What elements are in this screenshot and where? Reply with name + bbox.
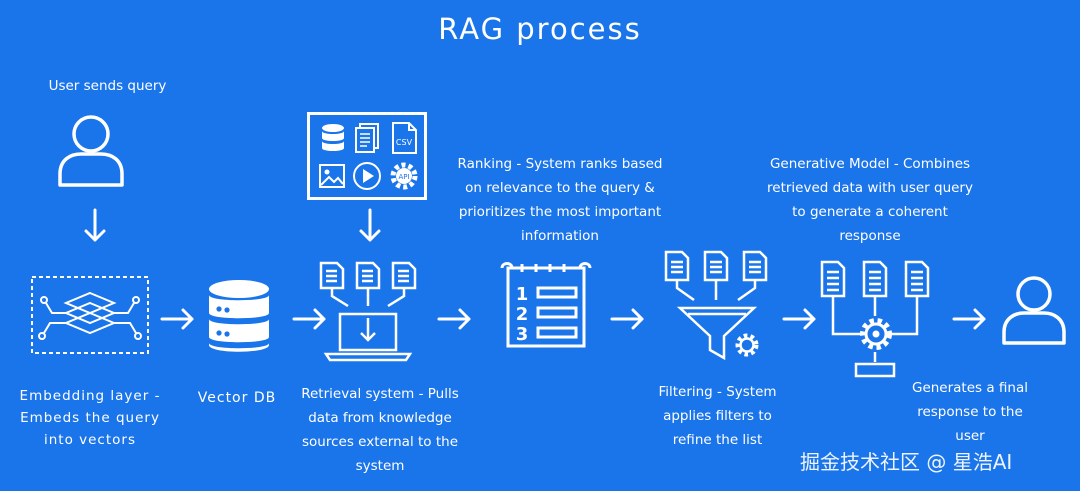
generative-model-icon [820, 260, 930, 378]
csv-icon: CSV [392, 122, 417, 154]
svg-text:1: 1 [516, 284, 529, 305]
embedding-layer-icon [31, 276, 149, 354]
arrow-right-icon [610, 308, 644, 330]
retrieval-system-icon [319, 261, 417, 362]
arrow-down-icon [359, 208, 381, 242]
arrow-right-icon [160, 308, 194, 330]
ranking-list-icon: 1 2 3 [500, 262, 592, 348]
database-icon [209, 280, 269, 352]
user-icon [58, 115, 124, 187]
svg-text:API: API [398, 173, 409, 181]
api-icon: API [390, 162, 418, 190]
svg-text:3: 3 [516, 324, 529, 345]
filter-funnel-icon [664, 250, 768, 361]
arrow-right-icon [292, 308, 326, 330]
arrow-right-icon [437, 308, 471, 330]
arrow-right-icon [782, 308, 816, 330]
watermark: 掘金技术社区 @ 星浩AI [800, 450, 1013, 474]
user-icon [1002, 276, 1066, 345]
diagram-title: RAG process [438, 12, 642, 46]
arrow-right-icon [952, 308, 986, 330]
svg-text:CSV: CSV [396, 138, 413, 147]
user-query-label: User sends query [48, 78, 167, 94]
image-icon [319, 164, 345, 188]
database-icon [322, 124, 344, 151]
vector-db-label: Vector DB [197, 390, 277, 406]
arrow-down-icon [84, 208, 106, 242]
knowledge-sources-box: CSV API [307, 112, 427, 200]
documents-icon [355, 123, 379, 153]
video-icon [353, 162, 381, 190]
svg-text:2: 2 [516, 304, 529, 325]
